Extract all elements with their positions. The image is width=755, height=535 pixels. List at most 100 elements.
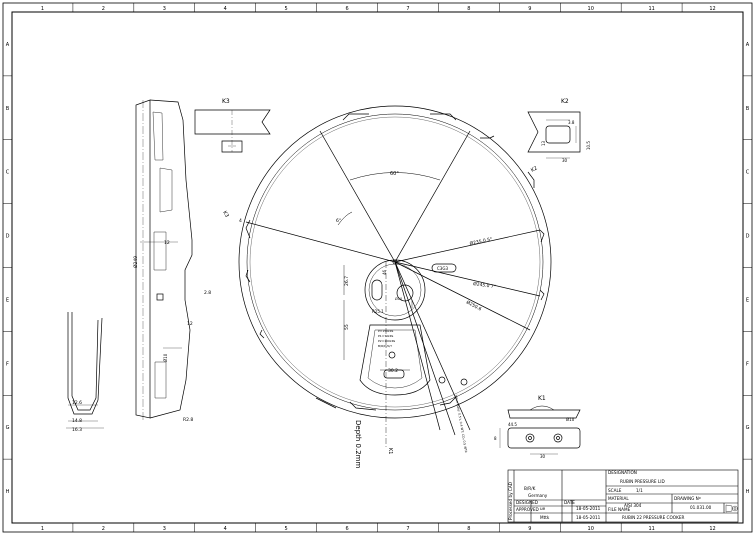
r2-8-label: R2.8 bbox=[183, 417, 193, 423]
date-approved: 18-05-2011 bbox=[576, 515, 601, 520]
grid-col-bottom-8: 8 bbox=[467, 526, 470, 532]
file-name-value: RUBIN 22 PRESSURE COOKER bbox=[622, 515, 684, 520]
grid-row-left-G: G bbox=[6, 425, 10, 431]
grid-row-left-C: C bbox=[6, 170, 10, 176]
lid-side-profile-annotations: Ø249 12 2.8 12 Ø10 R2.8 bbox=[132, 240, 211, 423]
grid-col-bottom-7: 7 bbox=[406, 526, 409, 532]
grid-col-top-5: 5 bbox=[285, 6, 288, 12]
k2-dim-30: 30 bbox=[562, 158, 568, 163]
dia-235-label: Ø235.0 5° bbox=[469, 235, 493, 247]
k1-view-label: K1 bbox=[538, 395, 546, 402]
grid-col-bottom-1: 1 bbox=[41, 526, 44, 532]
dia-10-side-label: Ø10 bbox=[163, 353, 168, 362]
k2-view-label: K2 bbox=[561, 98, 569, 105]
rim-detail-annotations: 12.6 14.8 16.3 bbox=[72, 400, 82, 433]
k1-dim-8: 8 bbox=[494, 436, 497, 441]
k1-section-marker: K1 bbox=[387, 448, 393, 454]
small-dim-label: Ø10 bbox=[395, 296, 402, 301]
designed-by: ue bbox=[540, 506, 546, 511]
r25-label: R25.1 bbox=[372, 309, 384, 314]
brk-logo: B/R/K bbox=[524, 486, 536, 491]
plate-text-4: B/R/D/0/? bbox=[378, 344, 392, 348]
scale-label: SCALE bbox=[608, 488, 622, 493]
grid-row-right-F: F bbox=[746, 361, 749, 367]
grid-col-top-2: 2 bbox=[102, 6, 105, 12]
k1-dim-10: Ø10 bbox=[566, 417, 575, 422]
plate-text-1: P=150kPa bbox=[378, 329, 393, 333]
processed-by-label: Processed by CAD bbox=[508, 482, 513, 520]
dim-30-2-label: 30.2 bbox=[388, 368, 398, 374]
dia-245-label: Ø245.0 7° bbox=[473, 280, 497, 290]
k2-section-marker: K2 bbox=[530, 165, 539, 173]
lid-side-profile bbox=[135, 99, 193, 420]
dim-12-6-label: 12.6 bbox=[72, 400, 82, 406]
grid-col-bottom-12: 12 bbox=[709, 526, 715, 532]
grid-col-top-11: 11 bbox=[648, 6, 654, 12]
lid-plan-annotations: 60° 6° Ø235.0 5° Ø245.0 7° Ø250.6 26.7 5… bbox=[221, 165, 538, 468]
dim-26-7-label: 26.7 bbox=[344, 276, 350, 286]
k3-view-label: K3 bbox=[222, 98, 230, 105]
grid-row-right-A: A bbox=[746, 42, 750, 48]
k1-dim-30: 30 bbox=[540, 454, 546, 459]
depth-note: Depth 0.2mm bbox=[354, 420, 362, 468]
grid-col-bottom-11: 11 bbox=[648, 526, 654, 532]
dim-12b-label: 12 bbox=[187, 321, 193, 327]
k1-detail-view bbox=[499, 405, 581, 455]
title-block: Processed by CAD B/R/K Germany DESIGNED … bbox=[507, 469, 739, 523]
grid-row-right-D: D bbox=[746, 234, 750, 240]
grid-col-bottom-2: 2 bbox=[102, 526, 105, 532]
drawing-number-label: DRAWING Nº bbox=[674, 496, 701, 501]
dim-2-8-label: 2.8 bbox=[204, 290, 211, 296]
dia-249-label: Ø249 bbox=[132, 256, 139, 268]
grid-row-right-E: E bbox=[746, 297, 749, 303]
k1-dim-44: 44.5 bbox=[508, 422, 517, 427]
grid-col-bottom-10: 10 bbox=[588, 526, 594, 532]
material-value: AISI 304 bbox=[624, 503, 642, 508]
grid-col-top-4: 4 bbox=[224, 6, 227, 12]
brk-logo-sub: Germany bbox=[528, 493, 548, 498]
material-label: MATERIAL bbox=[608, 496, 629, 501]
grid-col-top-8: 8 bbox=[467, 6, 470, 12]
grid-row-left-F: F bbox=[6, 361, 9, 367]
k1-detail-annotations: K1 44.5 Ø10 30 8 bbox=[494, 395, 575, 459]
designation-label: DESIGNATION bbox=[608, 470, 637, 475]
grid-col-bottom-4: 4 bbox=[224, 526, 227, 532]
date-designed: 18-05-2011 bbox=[576, 506, 601, 511]
grid-col-bottom-5: 5 bbox=[285, 526, 288, 532]
grid-row-right-G: G bbox=[746, 425, 750, 431]
grid-col-bottom-9: 9 bbox=[528, 526, 531, 532]
scale-value: 1/1 bbox=[636, 488, 643, 493]
k3-detail-view bbox=[194, 109, 271, 153]
k2-dim-3-8: 3.8 bbox=[568, 120, 575, 125]
grid-col-top-3: 3 bbox=[163, 6, 166, 12]
approved-by: Mttk bbox=[540, 515, 550, 520]
slot-label: C3G3 bbox=[437, 266, 448, 271]
dim-4-label: 4 bbox=[239, 218, 242, 224]
grid-col-top-10: 10 bbox=[588, 6, 594, 12]
file-name-label: FILE NAME bbox=[608, 507, 631, 512]
lid-plan-view bbox=[238, 105, 552, 448]
dim-14-8-label: 14.8 bbox=[72, 418, 82, 424]
grid-col-top-7: 7 bbox=[406, 6, 409, 12]
date-label: DATE bbox=[564, 500, 575, 505]
grid-row-right-B: B bbox=[746, 106, 750, 112]
grid-row-left-H: H bbox=[6, 489, 10, 495]
grid-row-right-C: C bbox=[746, 170, 750, 176]
rim-detail-view bbox=[66, 312, 104, 429]
projection-symbol-icon bbox=[725, 504, 738, 513]
approved-label: APPROVED bbox=[516, 507, 539, 512]
k3-section-marker: K3 bbox=[221, 210, 229, 219]
grid-row-left-D: D bbox=[6, 234, 10, 240]
angle-6-label: 6° bbox=[336, 218, 341, 224]
grid-col-top-9: 9 bbox=[528, 6, 531, 12]
plate-text-2: P1=70kPa bbox=[378, 334, 393, 338]
grid-row-left-E: E bbox=[6, 297, 9, 303]
k2-dim-10: 10.5 bbox=[586, 141, 591, 150]
grid-col-top-12: 12 bbox=[709, 6, 715, 12]
designed-label: DESIGNED bbox=[516, 500, 538, 505]
